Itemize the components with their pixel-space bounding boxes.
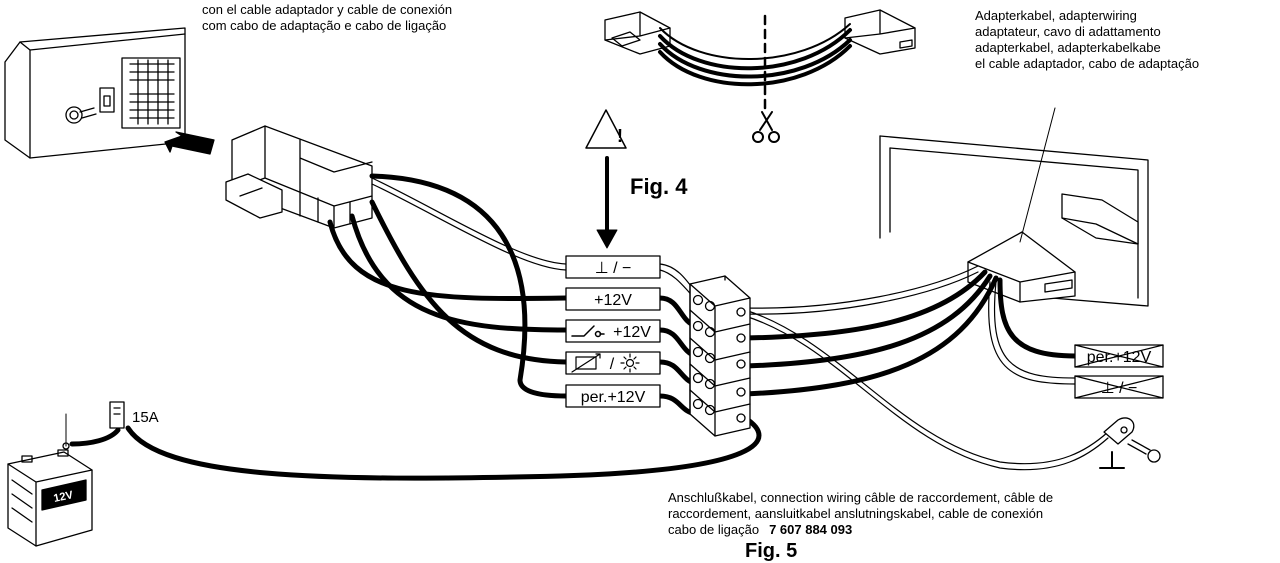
note-line: adapterkabel, adapterkabelkabe <box>975 40 1161 55</box>
terminal-block <box>689 275 751 437</box>
ring-terminal-icon <box>1103 417 1161 463</box>
fuse-icon <box>109 401 125 429</box>
crossed-label-ground: ⊥ / − <box>1101 380 1138 397</box>
dimmer-icon <box>571 353 640 373</box>
terminal-label-plus12v: +12V <box>594 292 632 309</box>
harness-wires <box>69 173 1109 481</box>
fuse-label: 15A <box>132 409 159 426</box>
note-line: Anschlußkabel, connection wiring câble d… <box>668 490 1054 505</box>
iso-connector <box>225 125 373 229</box>
part-number: 7 607 884 093 <box>769 522 853 537</box>
radio-chassis <box>4 27 215 159</box>
note-line: cabo de ligação 7 607 884 093 <box>668 522 1053 538</box>
terminal-label-illumination: / <box>610 356 615 373</box>
crossed-label-boxes <box>1074 344 1164 399</box>
connection-note: Anschlußkabel, connection wiring câble d… <box>668 490 1053 538</box>
terminal-label-boxes <box>565 255 661 408</box>
note-line: com cabo de adaptação e cabo de ligação <box>202 18 447 33</box>
terminal-label-ground: ⊥ / − <box>595 260 632 277</box>
note-line: con el cable adaptador y cable de conexi… <box>202 2 453 17</box>
crossed-label-permanent: per.+12V <box>1087 349 1152 366</box>
adapter-note: Adapterkabel, adapterwiring adaptateur, … <box>975 8 1199 72</box>
adapter-plug <box>967 231 1076 303</box>
ground-symbol-icon <box>1099 451 1125 469</box>
scissors-icon <box>752 111 780 143</box>
switch-icon <box>571 325 605 338</box>
battery-label: 12V <box>53 489 75 505</box>
adapter-leader-line <box>1019 107 1056 243</box>
warning-triangle-icon <box>585 109 627 149</box>
note-line: el cable adaptador, cabo de adaptação <box>975 56 1200 71</box>
note-line: Adapterkabel, adapterwiring <box>975 8 1137 23</box>
note-line: adaptateur, cavo di adattamento <box>975 24 1161 39</box>
note-line: raccordement, aansluitkabel anslutningsk… <box>668 506 1044 521</box>
fig4-arrowhead <box>596 229 618 249</box>
terminal-label-switched-plus12v: +12V <box>613 324 651 341</box>
fig4-reference: Fig. 4 <box>630 174 688 199</box>
warning-symbol: ! <box>617 126 623 146</box>
vehicle-plug-panel <box>879 135 1149 307</box>
cut-adapter-illustration <box>604 9 916 143</box>
top-left-note: con el cable adaptador y cable de conexi… <box>202 2 452 34</box>
note-line-text: cabo de ligação <box>668 522 760 537</box>
terminal-label-permanent: per.+12V <box>581 389 646 406</box>
battery-icon <box>7 413 93 547</box>
figure-caption: Fig. 5 <box>745 540 798 562</box>
